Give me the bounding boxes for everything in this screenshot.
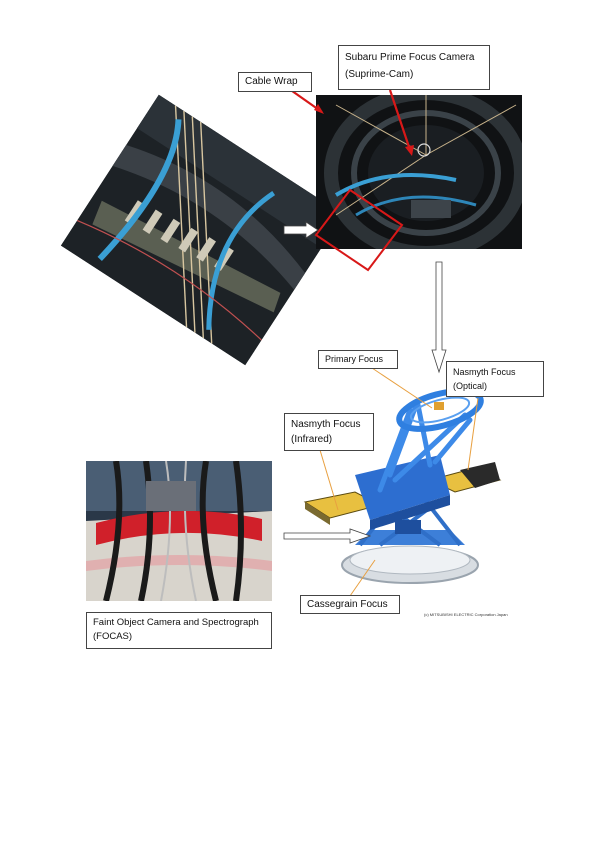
primary-focus-label: Primary Focus xyxy=(318,350,398,369)
focas-label-line1: Faint Object Camera and Spectrograph xyxy=(93,617,259,628)
suprime-cam-arrow xyxy=(388,89,412,151)
primary-focus-label-text: Primary Focus xyxy=(325,354,384,364)
nasmyth-infrared-label-line1: Nasmyth Focus xyxy=(291,419,361,430)
cable-wrap-label-text: Cable Wrap xyxy=(245,76,298,87)
nasmyth-optical-label-line2: (Optical) xyxy=(453,381,488,391)
focas-instrument-photo xyxy=(86,461,272,601)
nasmyth-infrared-label-line2: (Infrared) xyxy=(291,434,333,445)
cassegrain-focus-label-text: Cassegrain Focus xyxy=(307,599,388,610)
focas-to-telescope-arrow xyxy=(283,528,372,544)
nasmyth-infrared-callout-line xyxy=(319,449,339,511)
nasmyth-optical-label-line1: Nasmyth Focus xyxy=(453,367,516,377)
subaru-telescope-illustration xyxy=(300,380,530,590)
suprime-cam-label: Subaru Prime Focus Camera (Suprime-Cam) xyxy=(338,45,490,90)
suprime-cam-label-line1: Subaru Prime Focus Camera xyxy=(345,52,475,63)
nasmyth-optical-callout-line xyxy=(467,397,479,471)
focas-label: Faint Object Camera and Spectrograph (FO… xyxy=(86,612,272,649)
cable-wrap-highlight-box xyxy=(314,188,404,272)
primary-focus-callout-line xyxy=(371,367,433,409)
interior-to-telescope-arrow xyxy=(431,261,447,374)
cable-wrap-label: Cable Wrap xyxy=(238,72,312,92)
cassegrain-callout-line xyxy=(349,559,376,597)
cable-wrap-closeup-photo xyxy=(60,94,344,366)
prime-focus-interior-photo xyxy=(316,95,522,249)
focas-label-line2: (FOCAS) xyxy=(93,631,133,642)
closeup-to-interior-arrow xyxy=(283,221,319,239)
suprime-cam-label-line2: (Suprime-Cam) xyxy=(345,69,414,80)
nasmyth-infrared-label: Nasmyth Focus (Infrared) xyxy=(284,413,374,451)
nasmyth-optical-label: Nasmyth Focus (Optical) xyxy=(446,361,544,397)
cassegrain-focus-label: Cassegrain Focus xyxy=(300,595,400,614)
copyright-note: (c) MITSUBISHI ELECTRIC Corporation Japa… xyxy=(424,612,508,617)
